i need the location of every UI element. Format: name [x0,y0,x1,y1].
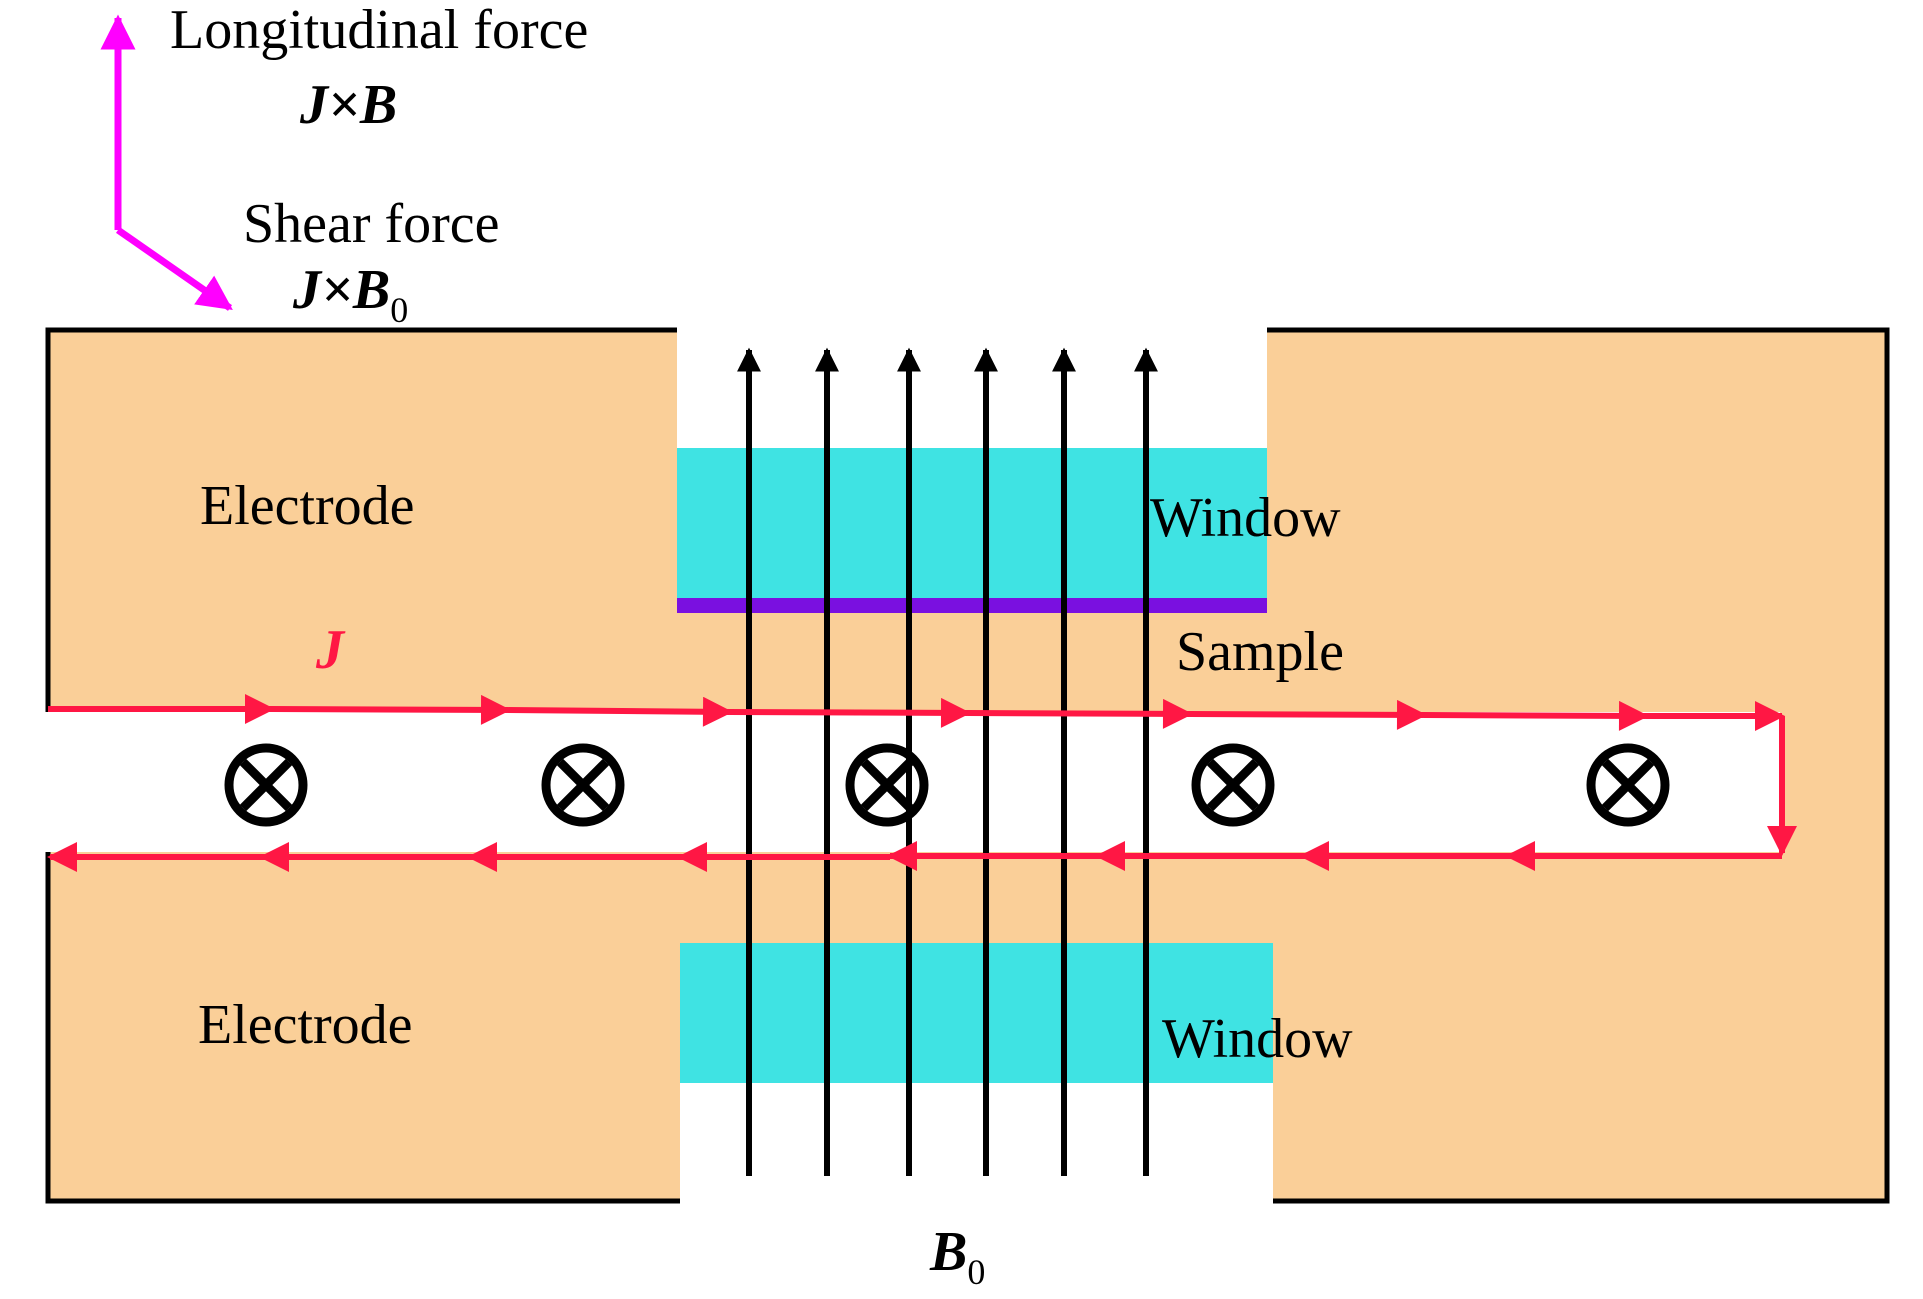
top-window [677,448,1267,598]
shear-force-label: Shear force [243,193,500,255]
current-path-return [47,841,1782,872]
circled-cross-icon [224,743,308,827]
electrode-outline [45,327,1890,1204]
circled-cross-icon [1191,743,1275,827]
window-bottom-label: Window [1162,1008,1353,1070]
sample-label: Sample [1176,621,1344,683]
top-electrode [48,330,1887,1201]
electrode-top-label: Electrode [200,475,415,537]
into-page-symbols [224,743,1670,827]
electrode-bottom-label: Electrode [198,994,413,1056]
window-top-label: Window [1150,487,1341,549]
current-label: J [315,619,346,681]
shear-force-arrow-icon [115,227,233,311]
force-arrows [100,14,233,311]
longitudinal-force-formula: J×B [299,74,397,136]
longitudinal-force-label: Longitudinal force [170,0,588,61]
current-path-forward [48,694,1797,856]
bottom-window [680,943,1273,1083]
circled-cross-icon [1586,743,1670,827]
sample-layer [677,598,1267,613]
shear-force-formula: J×B0 [292,259,408,330]
circled-cross-icon [845,743,929,827]
field-label: B0 [929,1221,985,1292]
circled-cross-icon [541,743,625,827]
